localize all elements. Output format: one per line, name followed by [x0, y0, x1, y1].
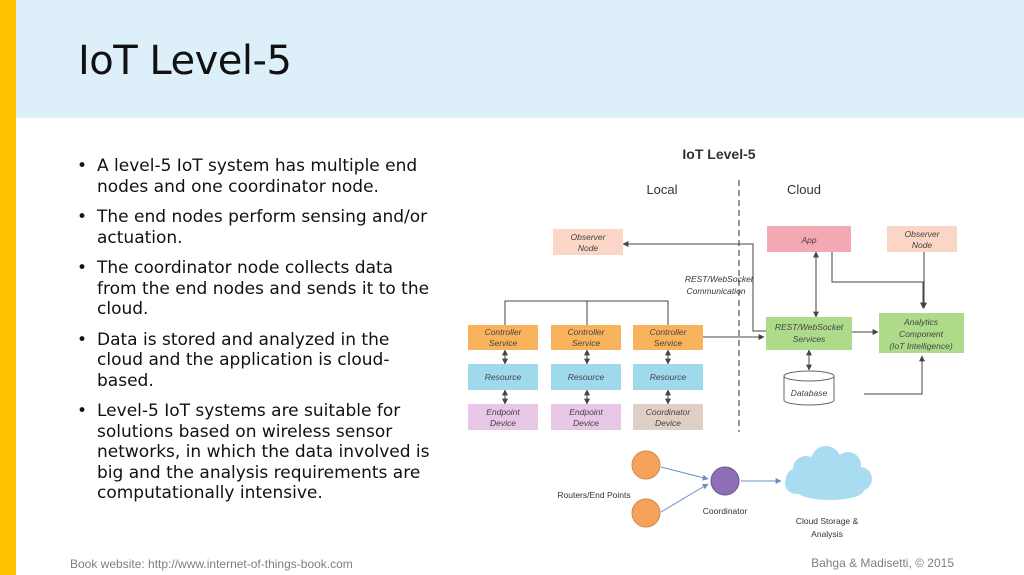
- app-box: [767, 226, 851, 252]
- coordinator-device: [633, 404, 703, 430]
- connector-lines: [502, 241, 927, 405]
- controller-3-line2: Service: [654, 338, 683, 348]
- bullet-dot-icon: •: [77, 156, 88, 176]
- coordinator-node: [710, 466, 740, 496]
- observer-node-local-line2: Node: [578, 243, 599, 253]
- bullet-dot-icon: •: [77, 258, 88, 278]
- controller-3-line1: Controller: [650, 327, 688, 337]
- comm-label-line2: Communication: [686, 286, 745, 296]
- observer-node-cloud-line2: Node: [912, 240, 933, 250]
- observer-node-cloud: [887, 226, 957, 252]
- endpoint-1-line2: Device: [490, 418, 516, 428]
- router-node-bottom: [631, 498, 661, 528]
- controller-1-line2: Service: [489, 338, 518, 348]
- routers-endpoints-label: Routers/End Points: [557, 490, 630, 500]
- bullet-item: • Level-5 IoT systems are suitable for so…: [76, 401, 436, 504]
- endpoint-2-line1: Endpoint: [569, 407, 603, 417]
- bullet-item: • Data is stored and analyzed in the clou…: [76, 330, 436, 392]
- analytics-line2: Component: [899, 329, 944, 339]
- bullet-text: A level-5 IoT system has multiple end no…: [97, 156, 418, 197]
- controller-service-2: [551, 325, 621, 350]
- left-accent-bar: [0, 0, 16, 575]
- controller-1-line1: Controller: [485, 327, 523, 337]
- cloud-storage-line1: Cloud Storage &: [796, 516, 859, 526]
- iot-level5-diagram: IoT Level-5 Local Cloud Observer: [468, 146, 964, 539]
- app-label: App: [800, 235, 816, 245]
- coordinator-label: Coordinator: [703, 506, 748, 516]
- coordinator-device-line1: Coordinator: [646, 407, 692, 417]
- router-node-top: [631, 450, 661, 480]
- database-label: Database: [791, 388, 828, 398]
- bullet-text: Level-5 IoT systems are suitable for sol…: [97, 401, 430, 503]
- resource-3-label: Resource: [650, 372, 687, 382]
- resource-3: [633, 364, 703, 390]
- cloud-label: Cloud: [787, 182, 821, 197]
- bullet-item: • The coordinator node collects data from…: [76, 258, 436, 320]
- resource-1-label: Resource: [485, 372, 522, 382]
- observer-node-cloud-line1: Observer: [905, 229, 941, 239]
- controller-2-line2: Service: [572, 338, 601, 348]
- rest-services-line2: Services: [793, 334, 826, 344]
- controller-service-1: [468, 325, 538, 350]
- bullet-dot-icon: •: [77, 401, 88, 421]
- bullet-dot-icon: •: [77, 329, 88, 350]
- local-label: Local: [646, 182, 677, 197]
- cloud-storage-icon: [785, 446, 872, 500]
- resource-2-label: Resource: [568, 372, 605, 382]
- bullet-text: Data is stored and analyzed in the cloud…: [97, 329, 390, 391]
- rest-websocket-services: [766, 317, 852, 350]
- title-banner: [16, 0, 1024, 118]
- network-links: [660, 466, 782, 513]
- analytics-line1: Analytics: [903, 317, 939, 327]
- slide-title: IoT Level-5: [78, 38, 292, 84]
- controller-service-3: [633, 325, 703, 350]
- cloud-storage-line2: Analysis: [811, 529, 843, 539]
- analytics-component: [879, 313, 964, 353]
- analytics-line3: (IoT Intelligence): [889, 341, 952, 351]
- resource-1: [468, 364, 538, 390]
- diagram-title: IoT Level-5: [682, 146, 755, 162]
- database-cylinder: [783, 370, 835, 406]
- resource-2: [551, 364, 621, 390]
- bullet-text: The coordinator node collects data from …: [97, 258, 430, 319]
- copyright-footer: Bahga & Madisetti, © 2015: [811, 556, 954, 570]
- bullet-text: The end nodes perform sensing and/or act…: [97, 207, 428, 248]
- coordinator-device-line2: Device: [655, 418, 681, 428]
- bullet-dot-icon: •: [77, 207, 88, 227]
- book-website-footer: Book website: http://www.internet-of-thi…: [70, 557, 353, 571]
- endpoint-device-1: [468, 404, 538, 430]
- bullet-item: • A level-5 IoT system has multiple end n…: [76, 156, 436, 197]
- endpoint-2-line2: Device: [573, 418, 599, 428]
- rest-services-line1: REST/WebSocket: [775, 322, 844, 332]
- bullet-list: • A level-5 IoT system has multiple end n…: [76, 156, 436, 514]
- comm-label-line1: REST/WebSocket: [685, 274, 754, 284]
- controller-2-line1: Controller: [568, 327, 606, 337]
- observer-node-local: [553, 229, 623, 255]
- observer-node-local-line1: Observer: [571, 232, 607, 242]
- endpoint-1-line1: Endpoint: [486, 407, 520, 417]
- endpoint-device-2: [551, 404, 621, 430]
- bullet-item: • The end nodes perform sensing and/or ac…: [76, 207, 436, 248]
